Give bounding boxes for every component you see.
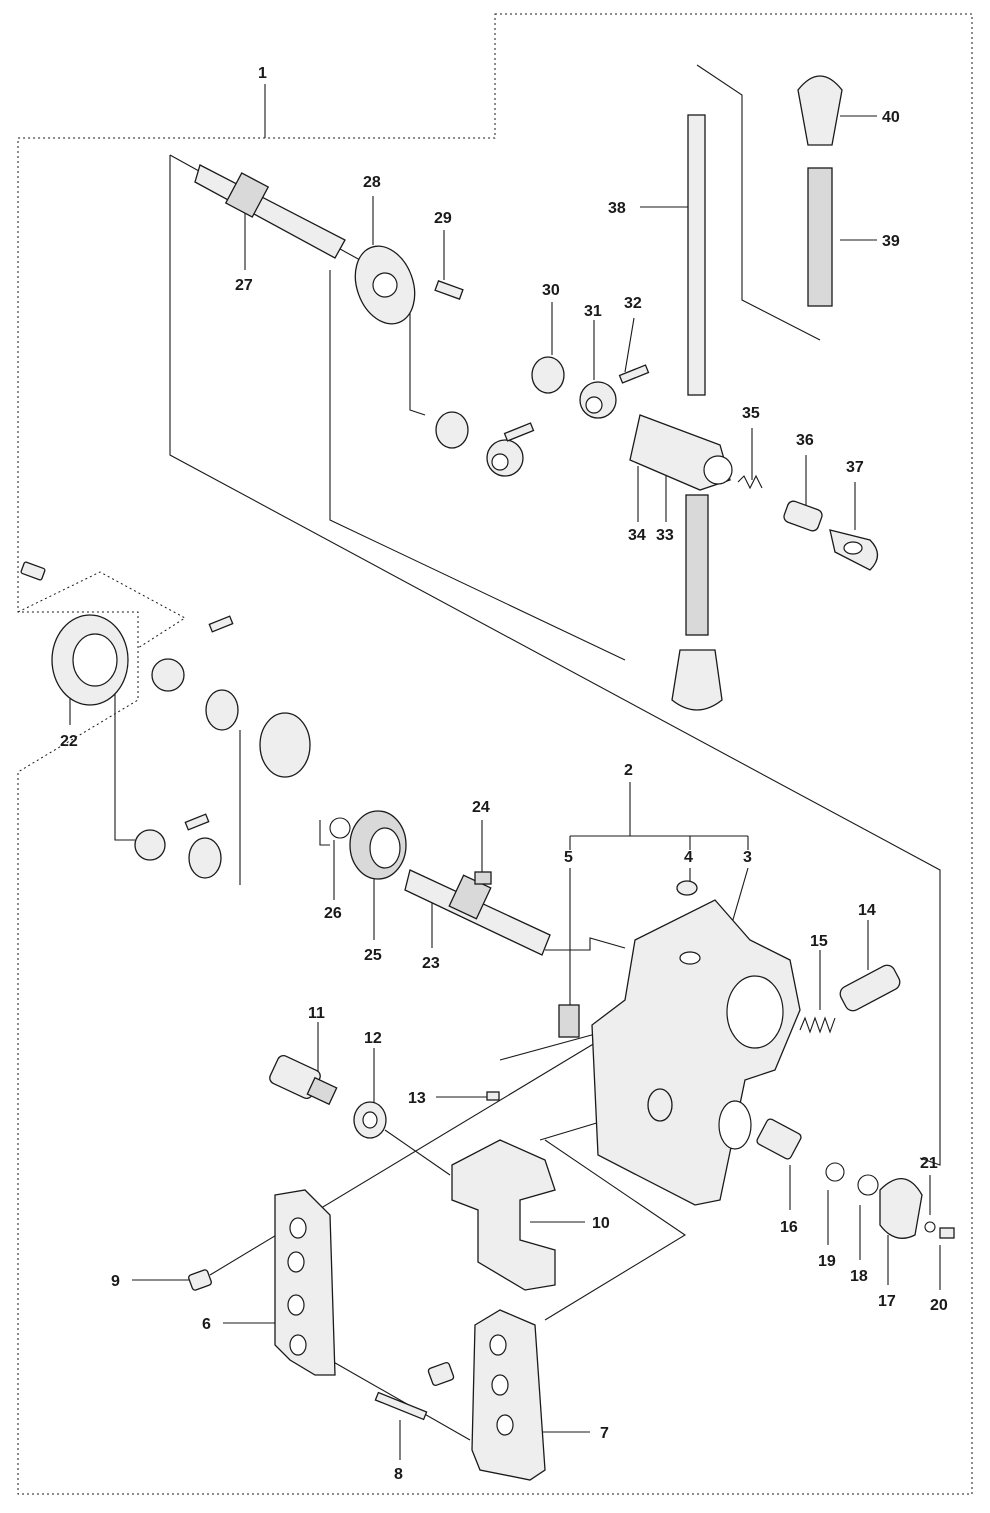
spring-39 — [807, 167, 833, 307]
label-21: 21 — [920, 1155, 938, 1172]
label-28: 28 — [363, 174, 381, 191]
label-36: 36 — [796, 432, 814, 449]
label-15: 15 — [810, 933, 828, 950]
label-26: 26 — [324, 905, 342, 922]
label-31: 31 — [584, 303, 602, 320]
label-38: 38 — [608, 200, 626, 217]
label-19: 19 — [818, 1253, 836, 1270]
label-34: 34 — [628, 527, 646, 544]
label-17: 17 — [878, 1293, 896, 1310]
label-14: 14 — [858, 902, 876, 919]
label-29: 29 — [434, 210, 452, 227]
label-3: 3 — [743, 849, 752, 866]
label-13: 13 — [408, 1090, 426, 1107]
label-24: 24 — [472, 799, 490, 816]
callout-labels: 1 2 3 4 5 6 7 8 9 10 11 12 13 14 15 16 1… — [60, 65, 948, 1483]
label-35: 35 — [742, 405, 760, 422]
label-25: 25 — [364, 947, 382, 964]
label-5: 5 — [564, 849, 573, 866]
label-16: 16 — [780, 1219, 798, 1236]
label-4: 4 — [684, 849, 693, 866]
sub-assembly-boundary — [17, 571, 186, 649]
label-40: 40 — [882, 109, 900, 126]
label-37: 37 — [846, 459, 864, 476]
label-22: 22 — [60, 733, 78, 750]
label-7: 7 — [600, 1425, 609, 1442]
label-10: 10 — [592, 1215, 610, 1232]
label-18: 18 — [850, 1268, 868, 1285]
label-32: 32 — [624, 295, 642, 312]
label-27: 27 — [235, 277, 253, 294]
label-6: 6 — [202, 1316, 211, 1333]
label-20: 20 — [930, 1297, 948, 1314]
label-33: 33 — [656, 527, 674, 544]
label-2: 2 — [624, 762, 633, 779]
label-1: 1 — [258, 65, 267, 82]
label-23: 23 — [422, 955, 440, 972]
label-8: 8 — [394, 1466, 403, 1483]
label-39: 39 — [882, 233, 900, 250]
parts — [20, 75, 955, 1481]
label-12: 12 — [364, 1030, 382, 1047]
label-11: 11 — [308, 1005, 325, 1022]
label-9: 9 — [111, 1273, 120, 1290]
label-30: 30 — [542, 282, 560, 299]
